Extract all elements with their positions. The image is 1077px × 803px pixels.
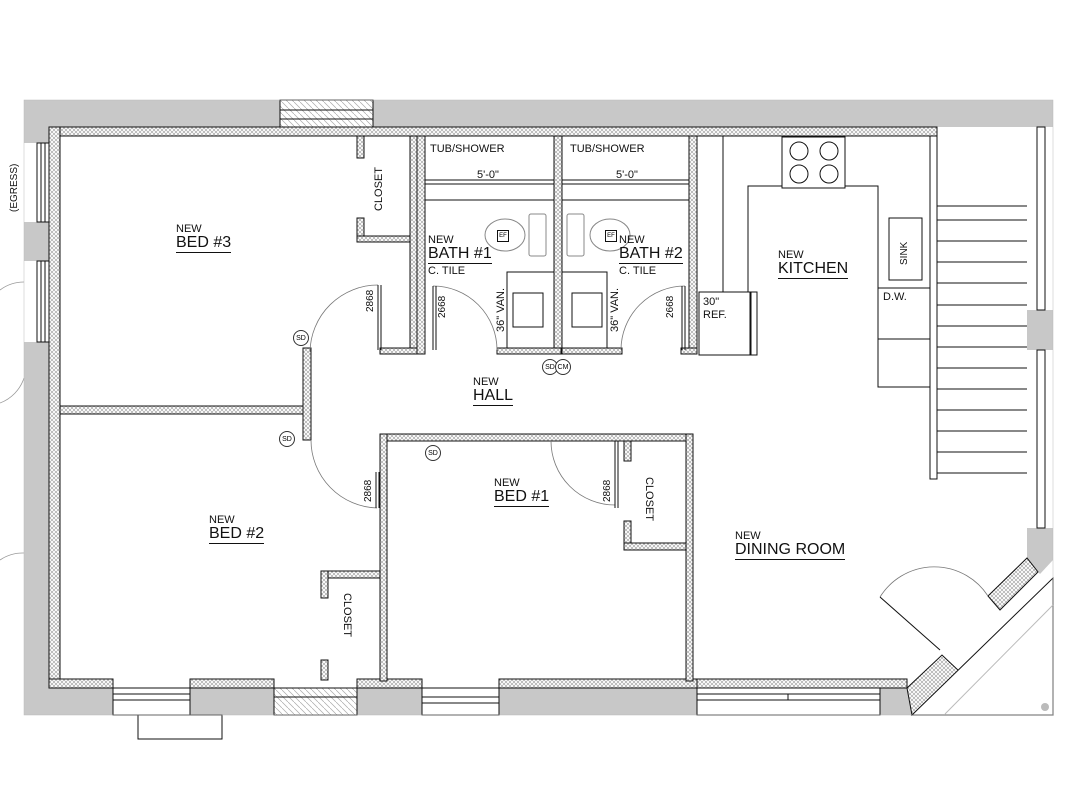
refrigerator-label: 30" REF.: [703, 296, 727, 322]
dishwasher-label: D.W.: [883, 291, 907, 303]
window-top: [279, 99, 374, 128]
room-name: BED #1: [494, 488, 550, 507]
room-name: BED #2: [209, 525, 265, 544]
sink-label: SINK: [899, 241, 910, 265]
room-label-dining: NEW DINING ROOM: [735, 530, 846, 560]
room-prefix: NEW: [473, 376, 499, 388]
co-monitor-icon: CM: [555, 359, 571, 375]
room-label-bed3: NEW BED #3: [176, 223, 232, 253]
room-prefix: NEW: [735, 530, 761, 542]
closet-label-bed2: CLOSET: [341, 593, 353, 638]
room-prefix: NEW: [176, 223, 202, 235]
bath-fixtures: [424, 135, 690, 349]
room-label-kitchen: NEW KITCHEN: [778, 249, 849, 279]
exhaust-fan-icon: EF: [497, 230, 509, 242]
door-size-bed2: 2868: [363, 479, 374, 502]
room-prefix: NEW: [428, 234, 454, 246]
smoke-detector-icon: SD: [279, 431, 295, 447]
interior-partitions: [59, 135, 698, 682]
smoke-detector-icon: SD: [425, 445, 441, 461]
window-left-egress: [36, 142, 50, 343]
room-label-bed1: NEW BED #1: [494, 477, 550, 507]
room-prefix: NEW: [778, 249, 804, 261]
door-leaves: [375, 285, 686, 508]
door-size-bed1: 2868: [602, 479, 613, 502]
room-prefix: NEW: [209, 514, 235, 526]
ref-text: REF.: [703, 309, 727, 322]
room-label-hall: NEW HALL: [473, 376, 514, 406]
vanity-label-2: 36" VAN.: [609, 287, 621, 332]
door-size-bed3: 2868: [365, 289, 376, 312]
stair: [929, 135, 1027, 480]
door-size-bath2: 2668: [665, 295, 676, 318]
tub-shower-label-2: TUB/SHOWER: [570, 143, 645, 155]
exterior-walls: [24, 100, 1053, 715]
door-swings: [309, 284, 686, 509]
room-name: BED #3: [176, 234, 232, 253]
door-size-bath1: 2668: [437, 295, 448, 318]
ref-size: 30": [703, 296, 720, 308]
vanity-label-1: 36" VAN.: [495, 287, 507, 332]
room-name: BATH #2: [619, 245, 683, 264]
tub-shower-label-1: TUB/SHOWER: [430, 143, 505, 155]
room-name: DINING ROOM: [735, 541, 846, 560]
room-label-bath2: NEW BATH #2 C. TILE: [619, 235, 683, 277]
window-right: [1036, 126, 1046, 529]
room-name: KITCHEN: [778, 260, 849, 279]
closet-label-bed1: CLOSET: [643, 477, 655, 522]
tub-dimension-1: 5'-0": [477, 169, 499, 181]
exterior-arcs: [0, 281, 25, 561]
room-prefix: NEW: [494, 477, 520, 489]
angled-entry: [879, 557, 1054, 716]
floor-finish: C. TILE: [619, 265, 657, 277]
smoke-detector-icon: SD: [293, 330, 309, 346]
room-label-bed2: NEW BED #2: [209, 514, 265, 544]
kitchen-cabinets: [698, 136, 930, 388]
egress-window-note: (EGRESS): [9, 163, 20, 212]
closet-label-bed3: CLOSET: [373, 166, 385, 211]
room-name: BATH #1: [428, 245, 492, 264]
floor-finish: C. TILE: [428, 265, 466, 277]
exhaust-fan-icon: EF: [605, 230, 617, 242]
room-name: HALL: [473, 387, 514, 406]
tub-dimension-2: 5'-0": [616, 169, 638, 181]
room-prefix: NEW: [619, 234, 645, 246]
room-label-bath1: NEW BATH #1 C. TILE: [428, 235, 492, 277]
